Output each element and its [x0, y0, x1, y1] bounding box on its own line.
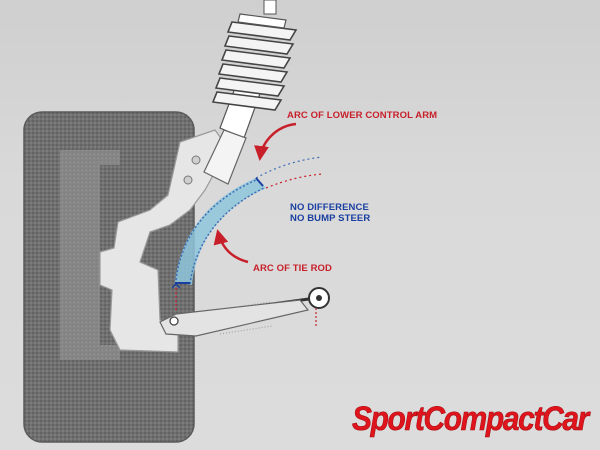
lower-control-arm: [159, 299, 310, 337]
arc-extension-lines: [171, 156, 323, 289]
arc-band: [175, 178, 266, 285]
steering-knuckle: [99, 129, 229, 353]
coil-spring: [211, 21, 298, 111]
arrow-tie-rod: [213, 229, 249, 264]
strut-assembly: [203, 0, 298, 185]
label-no-difference: NO DIFFERENCE: [290, 202, 369, 213]
label-no-bump-steer: NO BUMP STEER: [290, 213, 370, 224]
label-arc-tie-rod: ARC OF TIE ROD: [253, 263, 332, 274]
sport-compact-car-logo: SportCompactCar: [352, 400, 591, 438]
label-arc-lower-control-arm: ARC OF LOWER CONTROL ARM: [287, 110, 437, 121]
arrow-lower-control-arm: [254, 122, 297, 161]
red-guide-lines: [175, 288, 317, 326]
